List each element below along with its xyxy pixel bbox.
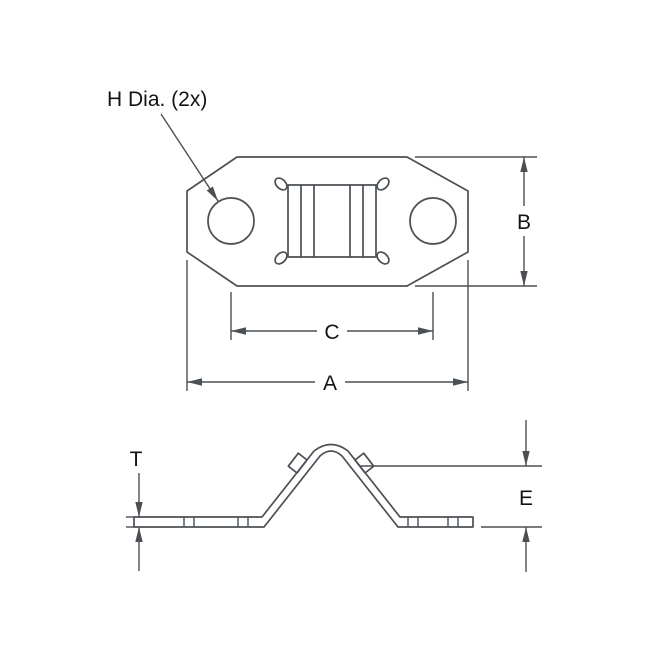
corner-slot [376,251,390,265]
hole-callout-label: H Dia. (2x) [107,88,207,111]
dimension-a: A [186,260,469,397]
dimension-t: T [126,448,143,571]
dimension-label-mask [509,206,539,236]
dimension-label-mask [315,367,345,397]
dimension-c-label: C [324,321,339,344]
right-peak-tab [354,452,375,474]
dimension-c: C [230,292,434,346]
plate-outline [186,156,469,287]
dimension-a-label: A [323,372,337,395]
center-bridge [287,184,377,258]
left-mounting-hole [207,197,255,245]
dimension-t-label: T [130,448,143,471]
dimension-label-mask [317,316,347,346]
side-view: T E [126,420,542,572]
corner-slot [274,251,288,265]
bracket-profile [133,443,474,528]
top-view: H Dia. (2x) B C [107,88,539,397]
dimension-e-label: E [519,487,533,510]
hole-callout-leader [160,113,219,202]
dimension-e: E [360,420,542,572]
dimension-b-label: B [517,211,531,234]
bridge-outline [287,184,377,258]
dimension-b: B [415,156,539,287]
right-mounting-hole [409,197,457,245]
corner-slots [274,177,390,265]
corner-slot [274,177,288,191]
base-segment-marks [183,517,459,527]
left-peak-tab [287,452,308,474]
hole-callout: H Dia. (2x) [107,88,219,202]
corner-slot [376,177,390,191]
